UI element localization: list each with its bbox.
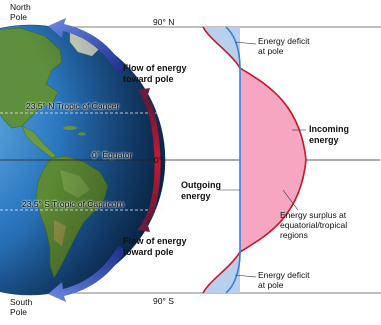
energy-deficit-top-label: Energy deficit at pole xyxy=(258,36,310,56)
energy-surplus-region xyxy=(240,68,306,252)
tropic-of-capricorn-label: 23.5° S Tropic of Capricorn xyxy=(22,199,125,209)
north-flow-arrow xyxy=(48,18,126,74)
south-flow-label: Flow of energy toward pole xyxy=(123,236,187,257)
energy-surplus-label: Energy surplus at equatorial/tropical re… xyxy=(280,210,348,240)
equator-arrow-head-top xyxy=(137,88,150,101)
south-flow-arrow xyxy=(48,246,126,302)
outgoing-energy-line xyxy=(225,26,241,294)
north-flow-label: Flow of energy toward pole xyxy=(123,63,187,84)
top-energy-deficit-region xyxy=(203,27,240,68)
surplus-pointer xyxy=(282,189,299,211)
zero-degree-label: 0° xyxy=(154,155,163,165)
tropic-of-cancer-label: 23.5° N Tropic of Cancer xyxy=(26,101,120,111)
energy-deficit-bottom-label: Energy deficit at pole xyxy=(258,270,310,290)
equator-label: 0° Equator xyxy=(92,150,133,160)
bottom-energy-deficit-region xyxy=(203,252,240,293)
equator-arrow-head-bottom xyxy=(137,219,150,232)
deficit-bottom-pointer xyxy=(234,274,257,278)
incoming-energy-label: Incoming energy xyxy=(309,124,349,145)
outgoing-energy-label: Outgoing energy xyxy=(181,180,221,201)
north-90-label: 90° N xyxy=(153,17,175,27)
south-90-label: 90° S xyxy=(153,296,174,306)
equator-double-arrow xyxy=(141,94,161,226)
deficit-top-pointer xyxy=(234,41,257,45)
incoming-energy-curve xyxy=(202,26,307,294)
north-pole-label: North Pole xyxy=(10,2,31,22)
south-pole-label: South Pole xyxy=(10,297,33,317)
